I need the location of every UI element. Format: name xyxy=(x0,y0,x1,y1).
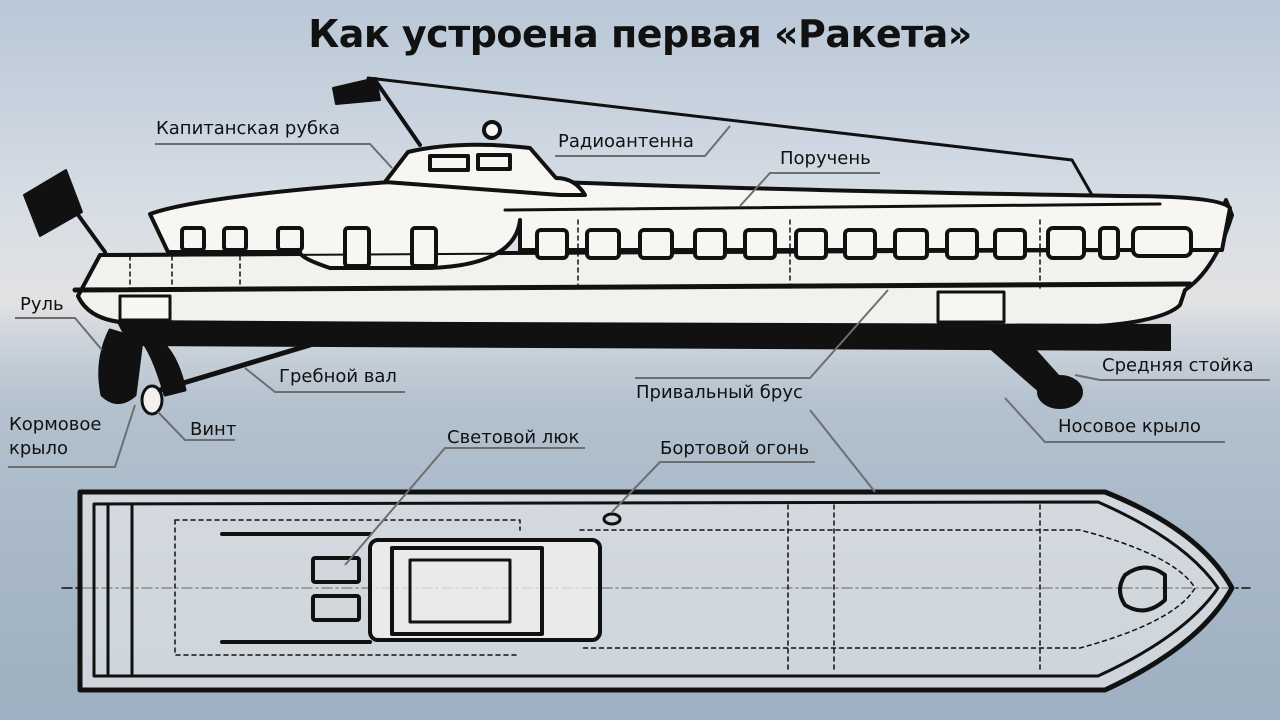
antenna-mast xyxy=(373,78,422,147)
leader-side-light xyxy=(611,461,815,513)
leader-bow-wing xyxy=(1004,397,1225,443)
wheelhouse-window xyxy=(428,154,470,172)
leader-antenna xyxy=(555,125,731,157)
label-handrail: Поручень xyxy=(780,148,871,169)
searchlight xyxy=(482,120,502,140)
cabin-roof xyxy=(368,538,602,642)
rub-rail xyxy=(72,281,1193,293)
wheelhouse-top-inner xyxy=(408,558,512,624)
middle-strut-base xyxy=(936,290,1006,324)
leader-rub-rail-top xyxy=(809,409,876,493)
handrail xyxy=(503,202,1162,212)
roof-rails xyxy=(220,532,372,644)
deck-outline xyxy=(77,489,1235,693)
radio-antenna xyxy=(366,76,1094,197)
label-middle-strut: Средняя стойка xyxy=(1102,355,1254,376)
label-propeller: Винт xyxy=(190,419,237,440)
propeller xyxy=(140,384,164,416)
label-stern-wing-line1: Кормовое xyxy=(9,414,102,435)
leader-propeller xyxy=(157,411,235,441)
top-frames xyxy=(787,504,1041,673)
label-antenna: Радиоантенна xyxy=(558,131,694,152)
leader-skylight xyxy=(344,447,585,566)
side-view xyxy=(23,76,1234,416)
wheelhouse-top xyxy=(390,546,544,636)
label-rudder: Руль xyxy=(20,294,64,315)
label-rub-rail: Привальный брус xyxy=(636,382,803,403)
antenna-flag xyxy=(332,77,381,105)
label-skylight: Световой люк xyxy=(447,427,580,448)
page-title: Как устроена первая «Ракета» xyxy=(308,12,972,56)
leader-rudder xyxy=(15,317,103,351)
deck-inner xyxy=(92,500,1220,678)
leader-stern-wing xyxy=(8,404,136,468)
leader-shaft xyxy=(244,367,405,393)
label-wheelhouse: Капитанская рубка xyxy=(156,118,340,139)
label-bow-wing: Носовое крыло xyxy=(1058,416,1201,437)
skylight xyxy=(311,556,361,584)
propeller-shaft xyxy=(157,342,313,393)
label-side-light: Бортовой огонь xyxy=(660,438,810,459)
skylight xyxy=(311,594,361,622)
stern-foil xyxy=(143,333,187,397)
stern-flag xyxy=(23,169,83,237)
stern-strut xyxy=(118,294,172,322)
bow-wing xyxy=(1037,375,1083,409)
leader-rub-rail xyxy=(635,289,889,379)
leader-middle-strut xyxy=(1074,374,1270,381)
side-windows xyxy=(180,226,1193,268)
top-view xyxy=(61,489,1251,693)
deck-dashed xyxy=(174,519,1196,656)
rudder xyxy=(98,328,144,404)
side-light xyxy=(602,512,622,526)
stern-rail xyxy=(106,502,134,678)
leader-lines xyxy=(8,125,1270,566)
wheelhouse-window xyxy=(476,153,512,171)
bow-hatch xyxy=(1118,565,1167,613)
leader-handrail xyxy=(739,172,880,207)
label-stern-wing-line2: крыло xyxy=(9,438,69,459)
label-shaft: Гребной вал xyxy=(279,366,397,387)
leader-wheelhouse xyxy=(155,143,393,169)
frame-lines xyxy=(129,219,1041,291)
